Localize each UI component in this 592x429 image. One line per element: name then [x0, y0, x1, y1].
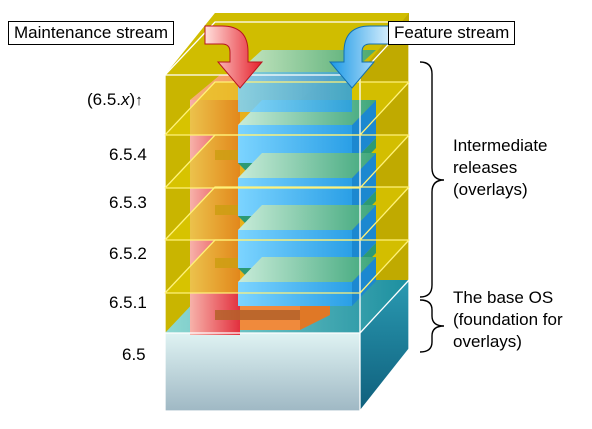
intermediate-releases-label: Intermediate releases (overlays): [453, 135, 548, 201]
intermediate-line-3: (overlays): [453, 180, 528, 199]
maintenance-stream-arrow: [204, 25, 264, 89]
intermediate-line-1: Intermediate: [453, 136, 548, 155]
version-6-5: 6.5: [122, 345, 146, 364]
base-line-2: (foundation for: [453, 310, 563, 329]
base-os-brace: [419, 299, 445, 353]
version-next-variable: x: [121, 90, 130, 109]
maintenance-stream-label: Maintenance stream: [8, 21, 175, 45]
version-6-5-2: 6.5.2: [109, 244, 147, 263]
base-line-1: The base OS: [453, 288, 554, 307]
feature-stream-label: Feature stream: [388, 21, 516, 45]
version-6-5-3: 6.5.3: [109, 193, 147, 212]
up-arrow-icon: ↑: [135, 92, 143, 109]
intermediate-releases-brace: [419, 61, 445, 298]
version-next: (6.5.x)↑: [87, 90, 143, 110]
version-6-5-4: 6.5.4: [109, 145, 147, 164]
feature-boxes: [238, 50, 376, 306]
version-next-suffix: ): [129, 90, 136, 109]
feature-stream-arrow: [328, 25, 396, 89]
intermediate-line-2: releases: [453, 158, 518, 177]
base-line-3: overlays): [453, 332, 522, 351]
stack-wireframe: [164, 21, 410, 412]
base-os-label: The base OS (foundation for overlays): [453, 287, 563, 353]
version-next-prefix: (6.5.: [87, 90, 122, 109]
version-6-5-1: 6.5.1: [109, 293, 147, 312]
